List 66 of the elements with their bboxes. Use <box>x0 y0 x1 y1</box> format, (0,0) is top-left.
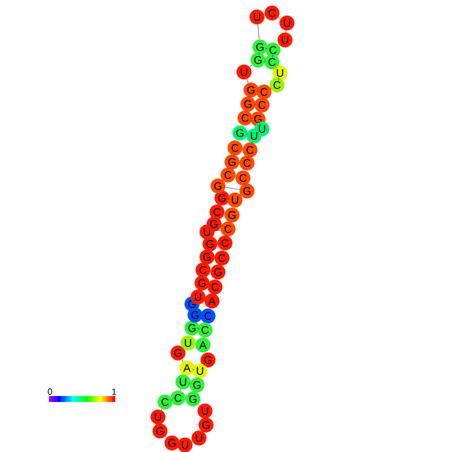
backbone-line <box>204 262 206 265</box>
base-pair-line <box>250 118 253 119</box>
node-label: C <box>200 266 207 274</box>
backbone-line <box>208 226 212 230</box>
backbone-line <box>258 52 260 55</box>
scale-label: 0 <box>48 388 52 395</box>
backbone-line <box>262 97 264 100</box>
backbone-line <box>182 347 184 349</box>
backbone-line <box>278 17 281 19</box>
backbone-line <box>165 436 167 438</box>
node-label: G <box>228 158 236 166</box>
backbone-line <box>198 404 200 406</box>
backbone-line <box>205 417 206 419</box>
backbone-line <box>208 236 210 240</box>
node-label: C <box>214 208 221 216</box>
backbone-line <box>230 167 231 170</box>
node-label: C <box>224 171 232 179</box>
node-label: C <box>246 146 254 154</box>
backbone-line <box>219 190 221 194</box>
node-label: G <box>206 240 214 248</box>
node-label: C <box>212 283 219 291</box>
node-label: G <box>203 253 210 261</box>
backbone-line <box>244 183 246 186</box>
node-label: C <box>270 46 277 54</box>
base-pair-line <box>192 369 195 370</box>
node-label: U <box>196 367 204 375</box>
base-pair-line <box>200 315 203 316</box>
backbone-line <box>180 389 181 391</box>
backbone-line <box>208 249 209 252</box>
base-pair-line <box>264 60 266 62</box>
backbone-line <box>278 77 280 81</box>
backbone-line <box>182 359 184 362</box>
base-pair-line <box>197 328 200 330</box>
backbone-line <box>258 122 262 126</box>
scale-label: 1 <box>112 388 116 395</box>
node-label: C <box>162 398 169 406</box>
base-pair-line <box>265 48 268 49</box>
node-label: A <box>183 364 191 372</box>
base-pair-line <box>256 90 259 92</box>
base-pair-line <box>207 284 210 286</box>
backbone-line <box>256 130 260 134</box>
node-label: C <box>240 174 247 182</box>
base-pair-line <box>254 104 256 105</box>
backbone-line <box>193 320 194 323</box>
backbone-line <box>248 155 249 158</box>
backbone-line <box>250 64 252 68</box>
backbone-line <box>275 66 277 68</box>
backbone-line <box>246 78 248 84</box>
backbone-line <box>203 364 205 366</box>
node-label: G <box>243 187 250 195</box>
backbone-line <box>170 399 173 400</box>
node-label: C <box>268 58 276 66</box>
node-label: C <box>244 159 251 167</box>
backbone-line <box>258 24 260 40</box>
node-label: C <box>174 394 182 402</box>
backbone-line <box>192 298 198 304</box>
backbone-line <box>214 216 216 220</box>
base-pair-line <box>225 187 240 190</box>
base-pair-line <box>227 198 230 200</box>
backbone-line <box>202 275 203 278</box>
node-label: G <box>191 311 198 319</box>
backbone-line <box>192 307 194 312</box>
node-label: G <box>256 43 264 51</box>
backbone-line <box>272 54 273 58</box>
node-label: G <box>198 279 206 287</box>
base-pair-line <box>214 230 221 232</box>
